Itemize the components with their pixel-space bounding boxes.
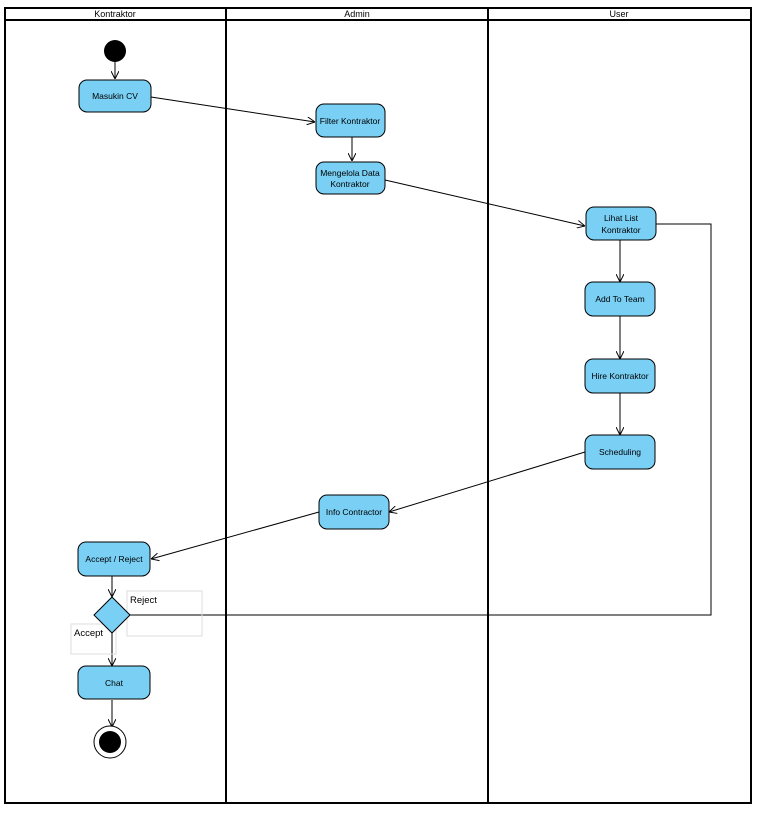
guard-box-accept [70,623,117,655]
decision-node [93,596,131,634]
diagram-frame [4,7,752,804]
action-label-line2: Kontraktor [601,225,640,235]
action-accept-reject: Accept / Reject [77,541,151,577]
action-label-line1: Lihat List [604,213,639,223]
action-info-contractor: Info Contractor [318,494,390,530]
action-label: Scheduling [599,447,641,457]
edge-reject-loop [130,223,712,616]
edge-info-to-accept-reject [151,511,320,559]
edge-scheduling-to-info [389,451,586,512]
action-mengelola-data-kontraktor: Mengelola Data Kontraktor [315,161,386,195]
edge-mengelola-to-lihat-list [384,179,585,226]
action-label: Filter Kontraktor [320,116,381,126]
action-label: Hire Kontraktor [591,371,648,381]
action-lihat-list-kontraktor: Lihat List Kontraktor [585,206,657,241]
initial-node [104,40,126,62]
action-filter-kontraktor: Filter Kontraktor [315,103,386,138]
guard-label-accept: Accept [74,628,103,639]
edge-masukin-cv-to-filter [150,96,315,122]
swimlanes: Kontraktor Admin User [4,7,752,804]
action-label: Add To Team [595,294,644,304]
guard-label-reject: Reject [130,595,157,606]
lane-title-kontraktor: Kontraktor [94,9,136,19]
action-label: Chat [105,678,124,688]
action-scheduling: Scheduling [584,434,656,470]
action-label: Masukin CV [92,91,138,101]
action-chat: Chat [77,665,151,700]
action-label-line1: Mengelola Data [320,168,380,178]
edges [112,62,712,727]
action-label: Accept / Reject [85,554,143,564]
action-hire-kontraktor: Hire Kontraktor [584,358,656,394]
lane-title-admin: Admin [344,9,370,19]
action-label-line2: Kontraktor [330,179,369,189]
lane-title-user: User [609,9,628,19]
action-masukin-cv: Masukin CV [78,79,152,113]
action-add-to-team: Add To Team [584,281,656,317]
action-label: Info Contractor [326,507,382,517]
final-node [93,725,127,759]
